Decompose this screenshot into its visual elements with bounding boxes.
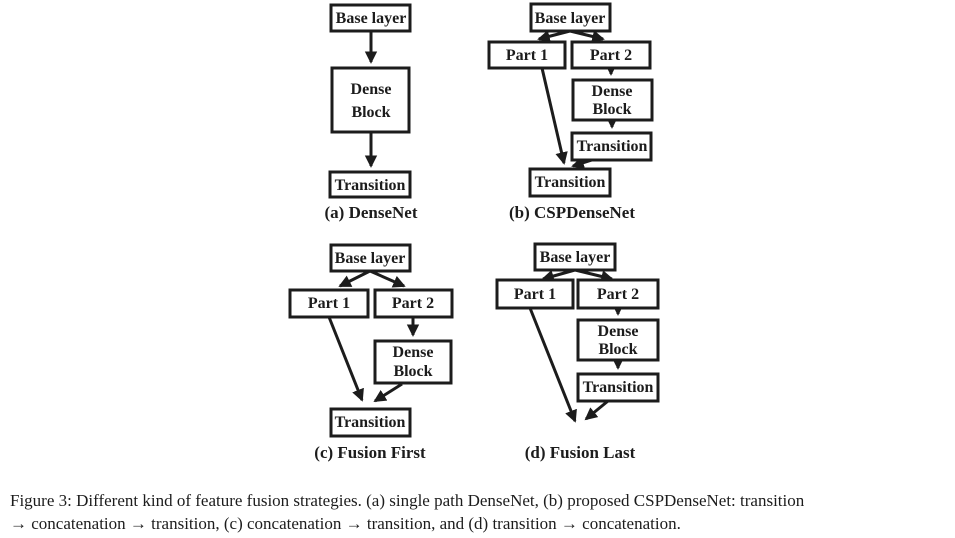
diagram-c-caption: (c) Fusion First xyxy=(314,443,426,462)
dense-block-box xyxy=(571,78,654,122)
arrow-transition-to-concat-point xyxy=(584,399,609,421)
arrow-base-to-part1 xyxy=(338,269,371,288)
base-layer-label: Base layer xyxy=(335,250,406,267)
dense-block-box xyxy=(330,66,411,134)
transition-box xyxy=(329,407,412,438)
dense-block-label-line2: Block xyxy=(598,341,637,358)
part1-label: Part 1 xyxy=(308,295,350,312)
dense-block-label-line1: Dense xyxy=(592,83,633,100)
base-layer-label: Base layer xyxy=(336,10,407,27)
diagram-a-densenet: Base layer Dense Block Transition (a) De… xyxy=(325,3,418,222)
part1-label: Part 1 xyxy=(506,47,548,64)
part2-label: Part 2 xyxy=(392,295,434,312)
arrow-part1-to-concat-point xyxy=(528,307,577,423)
arrow-part1-to-transition xyxy=(327,316,364,402)
figure-caption-line1: Figure 3: Different kind of feature fusi… xyxy=(10,491,805,510)
figure-caption: Figure 3: Different kind of feature fusi… xyxy=(10,489,950,535)
part1-box xyxy=(288,288,370,319)
base-layer-label: Base layer xyxy=(540,249,611,266)
arrow-dense-to-transition xyxy=(373,382,403,403)
dense-block-label-line2: Block xyxy=(393,363,432,380)
dense-block-label-line2: Block xyxy=(592,101,631,118)
diagram-b-cspdensenet: Base layer Part 1 Part 2 Dense Block Tra… xyxy=(487,2,654,222)
transition2-box xyxy=(528,167,612,198)
part2-label: Part 2 xyxy=(590,47,632,64)
arrow-part1-to-transition2 xyxy=(540,67,568,165)
dense-block-box xyxy=(373,339,453,385)
part2-label: Part 2 xyxy=(597,286,639,303)
part1-label: Part 1 xyxy=(514,286,556,303)
diagram-c-fusion-first: Base layer Part 1 Part 2 Dense Block Tra… xyxy=(288,243,454,462)
transition2-label: Transition xyxy=(535,174,606,191)
transition-label: Transition xyxy=(335,177,406,194)
dense-block-label-line1: Dense xyxy=(393,344,434,361)
transition-box xyxy=(576,372,660,403)
transition-label: Transition xyxy=(583,379,654,396)
part2-box xyxy=(576,278,660,310)
part1-box xyxy=(495,278,575,310)
base-layer-label: Base layer xyxy=(535,10,606,27)
diagram-a-caption: (a) DenseNet xyxy=(325,203,418,222)
diagram-b-caption: (b) CSPDenseNet xyxy=(509,203,635,222)
diagram-d-caption: (d) Fusion Last xyxy=(525,443,636,462)
base-layer-box xyxy=(533,242,617,272)
base-layer-box xyxy=(329,3,412,33)
diagram-d-fusion-last: Base layer Part 1 Part 2 Dense Block Tra… xyxy=(495,242,660,462)
dense-block-box xyxy=(576,318,660,362)
transition1-box xyxy=(570,131,653,162)
figure-canvas: Base layer Dense Block Transition (a) De… xyxy=(288,2,660,462)
figure-caption-line2: → concatenation → transition, (c) concat… xyxy=(10,514,681,533)
dense-block-label-line1: Dense xyxy=(598,323,639,340)
transition1-label: Transition xyxy=(577,138,648,155)
part2-box xyxy=(570,40,652,70)
part2-box xyxy=(373,288,454,319)
transition-label: Transition xyxy=(335,414,406,431)
arrow-base-to-part2 xyxy=(369,269,406,288)
dense-block-label-line2: Block xyxy=(351,104,390,121)
transition-box xyxy=(328,170,412,199)
base-layer-box xyxy=(329,243,412,273)
part1-box xyxy=(487,40,567,70)
base-layer-box xyxy=(529,2,612,33)
dense-block-label-line1: Dense xyxy=(351,81,392,98)
